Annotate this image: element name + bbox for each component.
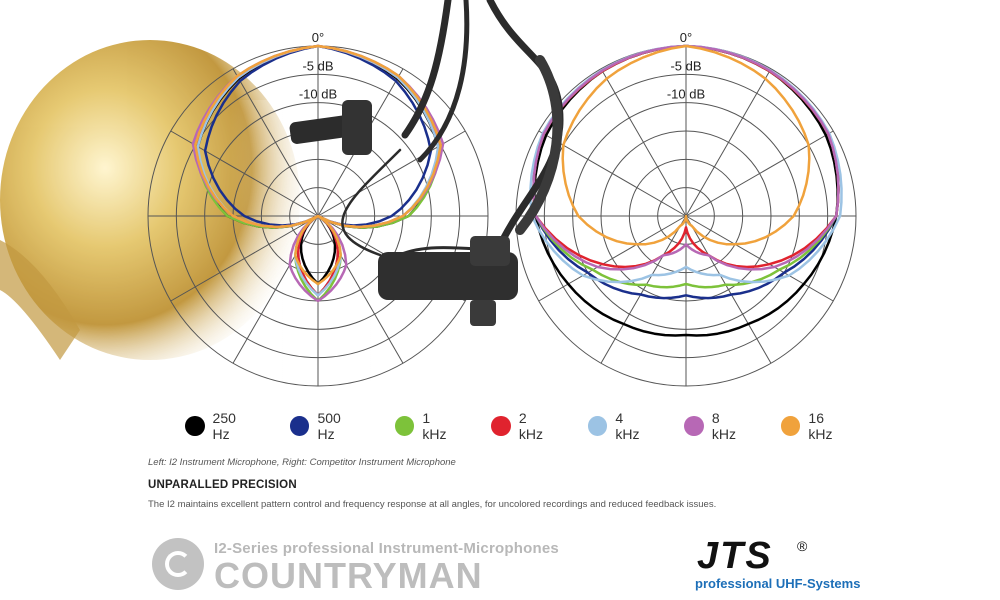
left-polar-plot: 0° -5 dB -10 dB xyxy=(147,30,489,387)
polar-spoke xyxy=(685,68,772,217)
legend-label: 8 kHz xyxy=(711,410,737,442)
polar-plots: 0° -5 dB -10 dB 0° -5 dB -10 dB xyxy=(0,0,857,400)
microphone-image xyxy=(341,0,564,262)
polar-spoke xyxy=(170,215,319,302)
legend-color-dot-icon xyxy=(491,416,511,436)
polar-spoke xyxy=(600,68,687,217)
legend-item: 4 kHz xyxy=(587,410,651,442)
countryman-tagline: I2-Series professional Instrument-Microp… xyxy=(214,540,559,557)
countryman-brand: COUNTRYMAN xyxy=(214,555,483,596)
legend-color-dot-icon xyxy=(684,416,704,436)
polar-spoke xyxy=(232,215,319,364)
legend-label: 2 kHz xyxy=(518,410,543,442)
polar-spoke xyxy=(600,215,687,364)
jts-logo: JTS ® professional UHF-Systems xyxy=(693,535,860,596)
legend-color-dot-icon xyxy=(394,416,415,436)
jts-brand: JTS xyxy=(697,535,773,577)
polar-spoke xyxy=(317,215,404,364)
polar-spoke xyxy=(232,68,319,217)
series-line xyxy=(561,44,811,246)
legend-item: 500 Hz xyxy=(289,410,361,442)
ring-label: -10 dB xyxy=(299,87,337,102)
legend-item: 2 kHz xyxy=(491,410,554,442)
legend-label: 1 kHz xyxy=(422,410,447,442)
legend-label: 250 Hz xyxy=(212,410,236,442)
series-line xyxy=(194,44,442,286)
jts-tagline: professional UHF-Systems xyxy=(695,576,861,591)
section-heading: UNPARALLED PRECISION xyxy=(148,479,297,491)
series-line xyxy=(191,44,445,303)
registered-mark: ® xyxy=(797,538,808,554)
legend-item: 250 Hz xyxy=(185,410,256,442)
countryman-logo: I2-Series professional Instrument-Microp… xyxy=(152,538,559,596)
legend-item: 1 kHz xyxy=(394,410,458,442)
section-description: The I2 maintains excellent pattern contr… xyxy=(148,499,717,510)
polar-spoke xyxy=(538,215,687,302)
countryman-emblem-icon xyxy=(152,538,204,590)
ring-label: 0° xyxy=(680,30,692,45)
series-line xyxy=(533,44,839,337)
figure-caption: Left: I2 Instrument Microphone, Right: C… xyxy=(148,457,456,468)
legend-label: 500 Hz xyxy=(317,410,341,442)
polar-spoke xyxy=(685,215,772,364)
ring-label: -5 dB xyxy=(302,58,333,73)
series-line xyxy=(196,44,440,297)
legend-color-dot-icon xyxy=(587,416,608,436)
legend-color-dot-icon xyxy=(289,416,310,436)
legend-color-dot-icon xyxy=(780,416,801,436)
legend-label: 16 kHz xyxy=(808,410,833,442)
microphone-clip-image xyxy=(289,100,518,326)
polar-spoke xyxy=(685,215,834,302)
saxophone-bell-image xyxy=(0,40,430,400)
legend: 250 Hz 500 Hz 1 kHz 2 kHz 4 kHz 8 kHz 16… xyxy=(185,410,885,442)
ring-label: -10 dB xyxy=(667,87,705,102)
polar-spoke xyxy=(685,130,834,217)
legend-item: 8 kHz xyxy=(684,410,747,442)
legend-label: 4 kHz xyxy=(615,410,640,442)
legend-item: 16 kHz xyxy=(780,410,851,442)
ring-label: 0° xyxy=(312,30,324,45)
right-polar-plot: 0° -5 dB -10 dB xyxy=(515,30,857,387)
series-line xyxy=(532,44,840,271)
legend-color-dot-icon xyxy=(185,416,205,436)
ring-label: -5 dB xyxy=(670,58,701,73)
